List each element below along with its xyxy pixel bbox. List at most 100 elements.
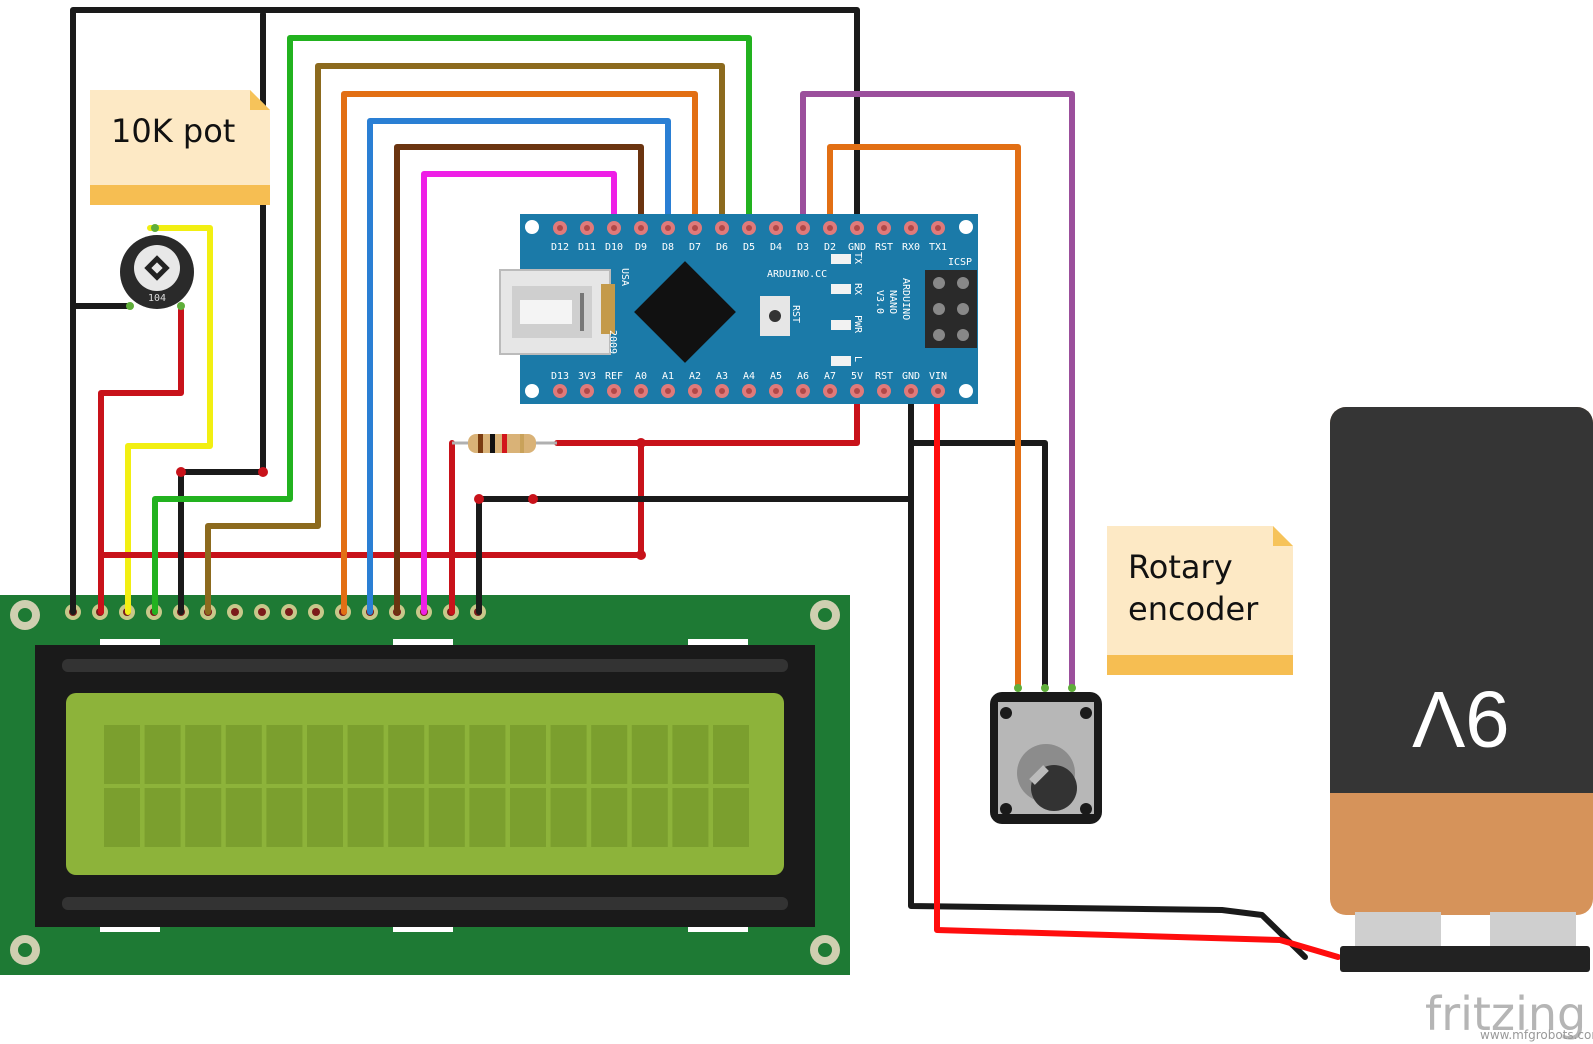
lcd-char-cell xyxy=(185,725,222,784)
lcd-pin-hole xyxy=(285,608,293,616)
nano-pin-label: RST xyxy=(875,371,893,382)
note-pot: 10K pot xyxy=(90,90,270,205)
wire-orange-d4 xyxy=(341,91,698,615)
resistor xyxy=(452,434,557,453)
lcd-module xyxy=(0,595,850,975)
lcd-char-cell xyxy=(144,725,181,784)
wire-blue-d5 xyxy=(367,118,671,615)
nano-pin-hole xyxy=(908,225,914,231)
note-encoder: Rotary encoder xyxy=(1107,526,1293,675)
lcd-mount-holes xyxy=(10,600,840,965)
rotary-encoder xyxy=(990,684,1102,824)
lcd-char-cell xyxy=(144,788,181,847)
nano-pin-hole xyxy=(881,225,887,231)
reset-button xyxy=(760,296,790,336)
nano-brand-label: ARDUINO.CC xyxy=(767,269,827,280)
nano-pin-hole xyxy=(881,388,887,394)
nano-pin-label: REF xyxy=(605,371,623,382)
nano-pin-label: GND xyxy=(902,371,920,382)
lcd-char-cell xyxy=(347,725,384,784)
nano-pin-label: A5 xyxy=(770,371,782,382)
lcd-char-cell xyxy=(388,725,425,784)
wire-olive-e xyxy=(205,63,725,615)
lcd-char-cell xyxy=(713,788,749,847)
lcd-char-cell xyxy=(631,725,668,784)
nano-pin-label: A3 xyxy=(716,371,728,382)
nano-pin-hole xyxy=(611,225,617,231)
lcd-char-cell xyxy=(428,788,465,847)
wire-purple-enc xyxy=(800,91,1075,691)
icsp-header xyxy=(925,270,977,348)
nano-pin-hole xyxy=(854,225,860,231)
wire-black-k xyxy=(476,395,914,615)
nano-pin-hole xyxy=(935,388,941,394)
nano-pin-label: A2 xyxy=(689,371,701,382)
wire-yellow xyxy=(125,225,213,615)
nano-pin-hole xyxy=(557,388,563,394)
nano-pin-hole xyxy=(665,388,671,394)
nano-pin-hole xyxy=(773,225,779,231)
nano-year-label: 2009 xyxy=(607,330,618,354)
lcd-char-cell xyxy=(225,788,262,847)
nano-pin-hole xyxy=(800,388,806,394)
nano-pin-label: 3V3 xyxy=(578,371,596,382)
nano-pin-label: RST xyxy=(875,242,893,253)
lcd-char-cell xyxy=(225,725,262,784)
battery-label: 9V xyxy=(1411,675,1509,764)
wire-black-batt xyxy=(908,496,1308,960)
nano-pin-label: D9 xyxy=(635,242,647,253)
lcd-char-cell xyxy=(510,788,546,847)
lcd-char-cell xyxy=(550,725,587,784)
nano-pin-hole xyxy=(692,225,698,231)
nano-icsp-label: ICSP xyxy=(948,257,972,268)
pot-value-code: 104 xyxy=(148,293,166,304)
nano-pin-label: D4 xyxy=(770,242,782,253)
nano-led-pwr-label: PWR xyxy=(852,315,863,334)
wire-magenta-d7 xyxy=(421,171,617,615)
lcd-char-cell xyxy=(266,725,303,784)
nano-pin-label: D8 xyxy=(662,242,674,253)
nano-pin-label: D13 xyxy=(551,371,569,382)
nano-usa-label: USA xyxy=(619,268,630,286)
lcd-pin-hole xyxy=(231,608,239,616)
lcd-char-cell xyxy=(185,788,222,847)
lcd-char-cell xyxy=(104,725,140,784)
note-encoder-line1: Rotary xyxy=(1128,548,1233,586)
nano-pin-hole xyxy=(827,388,833,394)
nano-pin-label: A1 xyxy=(662,371,674,382)
fritzing-logo-text: fritzing xyxy=(1425,987,1586,1041)
nano-pin-hole xyxy=(908,388,914,394)
lcd-pin-hole xyxy=(312,608,320,616)
note-encoder-line2: encoder xyxy=(1128,590,1259,628)
wire-red-vin xyxy=(934,395,1341,960)
nano-pin-hole xyxy=(638,225,644,231)
lcd-char-cell xyxy=(307,788,343,847)
nano-pin-label: 5V xyxy=(851,371,863,382)
nano-led-tx-label: TX xyxy=(852,252,863,264)
lcd-char-cell xyxy=(672,788,709,847)
nano-model-line3: V3.0 xyxy=(874,290,885,314)
potentiometer: 104 xyxy=(120,224,194,310)
nano-pin-label: D3 xyxy=(797,242,809,253)
wire-orange-enc xyxy=(827,144,1021,691)
lcd-char-cell xyxy=(266,788,303,847)
nano-pin-hole xyxy=(827,225,833,231)
nano-pin-hole xyxy=(773,388,779,394)
nano-pin-hole xyxy=(854,388,860,394)
wire-red-5v xyxy=(554,395,860,446)
nano-pin-hole xyxy=(638,388,644,394)
nano-rst-label: RST xyxy=(790,305,801,323)
nano-pin-label: D12 xyxy=(551,242,569,253)
lcd-char-cell xyxy=(672,725,709,784)
lcd-char-cell xyxy=(469,725,506,784)
nano-pin-label: D11 xyxy=(578,242,596,253)
nano-pin-label: A0 xyxy=(635,371,647,382)
lcd-char-cell xyxy=(550,788,587,847)
wire-black-rw xyxy=(178,11,266,615)
nano-pin-hole xyxy=(719,388,725,394)
wire-black-top xyxy=(70,7,860,615)
nano-pin-label: A7 xyxy=(824,371,836,382)
nano-model-line2: NANO xyxy=(887,290,898,314)
lcd-char-cell xyxy=(428,725,465,784)
